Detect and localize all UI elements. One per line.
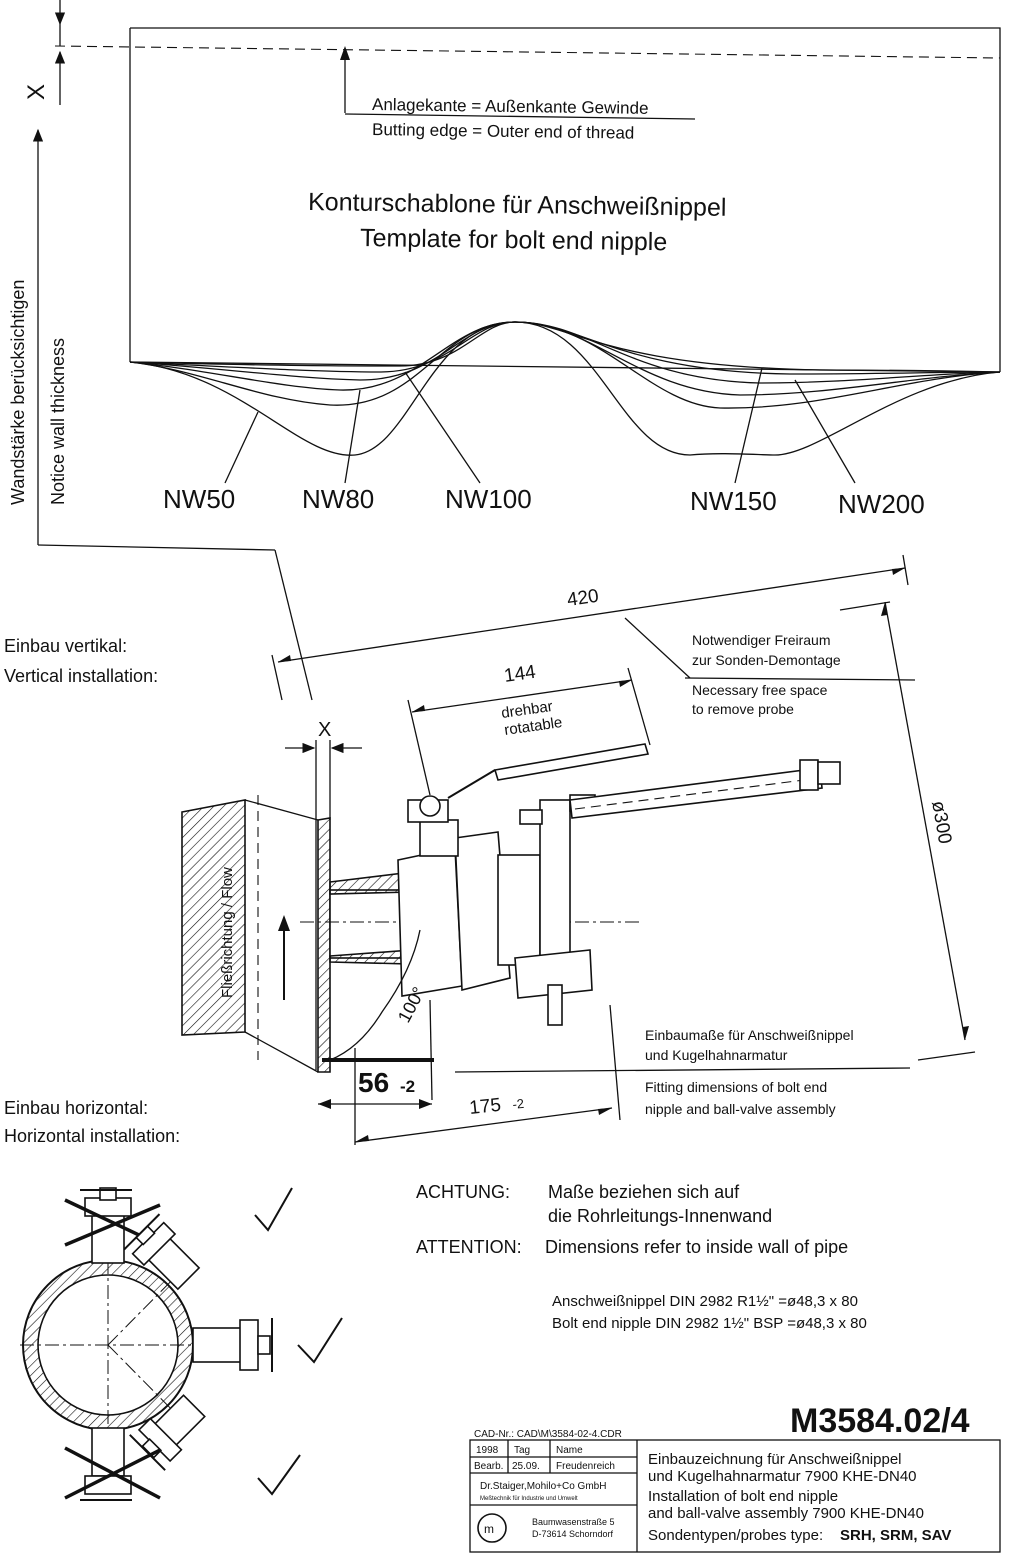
desc-en-1: Installation of bolt end nipple — [648, 1488, 838, 1505]
title-block: M3584.02/4 CAD-Nr.: CAD\M\3584-02-4.CDR … — [469, 1402, 1001, 1553]
cad-number: CAD-Nr.: CAD\M\3584-02-4.CDR — [474, 1429, 622, 1440]
wall-thickness-de: Wandstärke berücksichtigen — [8, 280, 28, 505]
vertical-installation: Einbau vertikal: Vertical installation: … — [4, 554, 976, 1145]
horizontal-label-de: Einbau horizontal: — [4, 1098, 148, 1118]
dim-144: 144 — [503, 662, 538, 687]
horizontal-label-en: Horizontal installation: — [4, 1126, 180, 1146]
vertical-label-en: Vertical installation: — [4, 666, 158, 686]
size-label-nw80: NW80 — [302, 484, 374, 514]
dim-56: 56 — [358, 1067, 389, 1098]
company-logo-icon — [477, 1513, 507, 1543]
notes: ACHTUNG: Maße beziehen sich auf die Rohr… — [416, 1182, 867, 1332]
company-city: D-73614 Schorndorf — [532, 1529, 614, 1539]
size-label-nw50: NW50 — [163, 484, 235, 514]
probes-types: SRH, SRM, SAV — [840, 1527, 951, 1544]
desc-de-2: und Kugelhahnarmatur 7900 KHE-DN40 — [648, 1468, 917, 1485]
company-sub: Meßtechnik für Industrie und Umwelt — [480, 1496, 578, 1502]
attention-text: Dimensions refer to inside wall of pipe — [545, 1237, 848, 1257]
flow-label: Fließrichtung / Flow — [219, 867, 236, 998]
fitting-en-2: nipple and ball-valve assembly — [645, 1101, 836, 1117]
desc-en-2: and ball-valve assembly 7900 KHE-DN40 — [648, 1505, 924, 1522]
template-title-en: Template for bolt end nipple — [360, 224, 668, 256]
wall-thickness-en: Notice wall thickness — [48, 338, 68, 505]
template-title-de: Konturschablone für Anschweißnippel — [308, 188, 727, 222]
achtung-line-2: die Rohrleitungs-Innenwand — [548, 1206, 772, 1226]
dim-175-tol: -2 — [512, 1096, 525, 1112]
title-bearb: Bearb. — [474, 1461, 503, 1472]
achtung-label: ACHTUNG: — [416, 1182, 510, 1202]
horizontal-installation: Einbau horizontal: Horizontal installati… — [4, 1098, 343, 1501]
nipple-spec-en: Bolt end nipple DIN 2982 1½" BSP =ø48,3 … — [552, 1315, 867, 1332]
title-name: Name — [556, 1445, 583, 1456]
vertical-label-de: Einbau vertikal: — [4, 636, 127, 656]
size-label-nw150: NW150 — [690, 486, 777, 516]
title-author: Freudenreich — [556, 1461, 615, 1472]
dim-56-tol: -2 — [400, 1077, 415, 1096]
fitting-de-1: Einbaumaße für Anschweißnippel — [645, 1027, 854, 1043]
title-date: 25.09. — [512, 1461, 540, 1472]
size-label-nw200: NW200 — [838, 489, 925, 519]
drawing-number: M3584.02/4 — [790, 1402, 970, 1440]
size-label-nw100: NW100 — [445, 484, 532, 514]
title-year: 1998 — [476, 1445, 499, 1456]
free-space-en-1: Necessary free space — [692, 682, 828, 698]
company-name: Dr.Staiger,Mohilo+Co GmbH — [480, 1481, 606, 1492]
free-space-en-2: to remove probe — [692, 701, 794, 717]
vertical-x-mark: X — [318, 719, 331, 741]
svg-text:m: m — [484, 1522, 494, 1536]
free-space-de-2: zur Sonden-Demontage — [692, 652, 841, 668]
company-street: Baumwasenstraße 5 — [532, 1517, 615, 1527]
desc-de-1: Einbauzeichnung für Anschweißnippel — [648, 1451, 902, 1468]
fitting-de-2: und Kugelhahnarmatur — [645, 1047, 788, 1063]
free-space-de-1: Notwendiger Freiraum — [692, 632, 831, 648]
fitting-en-1: Fitting dimensions of bolt end — [645, 1079, 827, 1095]
attention-label: ATTENTION: — [416, 1237, 522, 1257]
butting-edge-en: Butting edge = Outer end of thread — [372, 120, 635, 143]
probes-label: Sondentypen/probes type: — [648, 1527, 823, 1544]
nipple-spec-de: Anschweißnippel DIN 2982 R1½" =ø48,3 x 8… — [552, 1293, 858, 1310]
template-x-mark: X — [23, 84, 50, 100]
dim-420: 420 — [566, 586, 600, 611]
butting-edge-de: Anlagekante = Außenkante Gewinde — [372, 95, 649, 118]
dim-300: ø300 — [927, 799, 955, 845]
dim-175: 175 — [468, 1095, 502, 1119]
achtung-line-1: Maße beziehen sich auf — [548, 1182, 740, 1202]
contour-template: X Anlagekante = Außenkante Gewinde Butti… — [8, 0, 1001, 701]
title-tag: Tag — [514, 1445, 530, 1456]
